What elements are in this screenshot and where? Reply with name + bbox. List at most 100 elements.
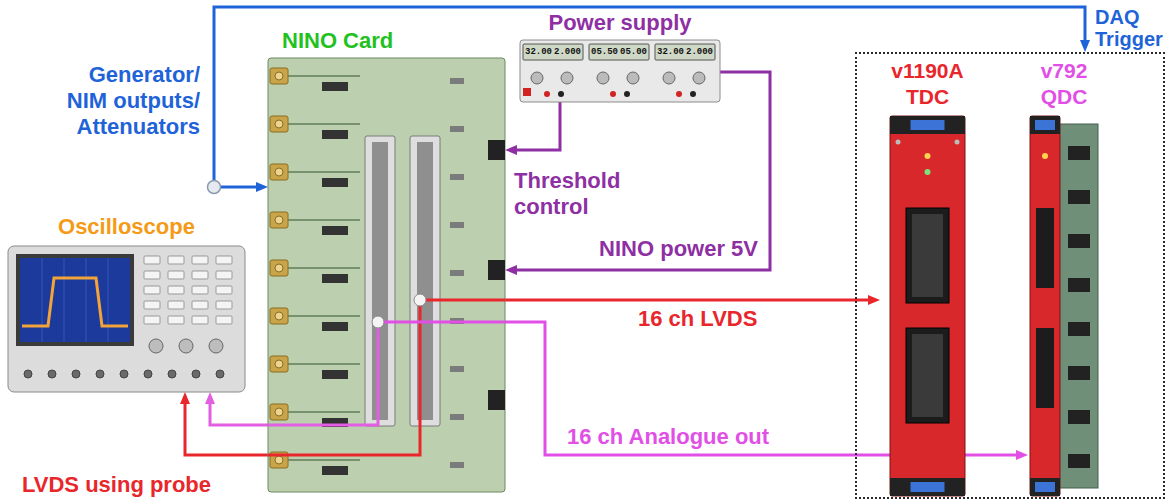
resistor: [450, 126, 464, 132]
tdc-picture: [880, 58, 975, 496]
scope-button: [192, 256, 208, 264]
waveform: [22, 278, 128, 326]
scope-button: [192, 271, 208, 279]
screen-grid: [42, 258, 43, 342]
scope-button: [144, 271, 160, 279]
resistor: [450, 366, 464, 372]
scope-button: [192, 286, 208, 294]
edge-label-holder: 16 ch LVDS: [636, 306, 786, 332]
module-handle: [890, 478, 965, 496]
display-reading: 32.00: [657, 45, 685, 59]
scope-input: [144, 370, 152, 378]
node-heading: Oscilloscope: [8, 214, 245, 240]
status-led: [925, 153, 931, 159]
scope-input: [72, 370, 80, 378]
connector: [185, 401, 268, 455]
power-button: [523, 88, 531, 96]
scope-button: [144, 316, 160, 324]
connector: [514, 102, 560, 150]
edge-label-holder: Threshold control: [512, 168, 632, 220]
supply-terminal: [558, 91, 564, 97]
sma-connector: [270, 404, 288, 420]
scope-input: [192, 370, 200, 378]
resistor: [450, 462, 464, 468]
edge-label-holder: 16 ch Analogue out: [565, 424, 795, 450]
tdc-module: v1190A TDC: [880, 58, 975, 496]
chip: [322, 322, 348, 331]
pcb-trace: [288, 411, 360, 413]
chip: [322, 82, 348, 91]
supply-display: [589, 44, 649, 60]
connector-label: 16 ch LVDS: [636, 306, 759, 332]
header-connector: [365, 136, 395, 426]
supply-knob: [693, 72, 705, 84]
chip: [1068, 454, 1090, 468]
supply-body: [520, 40, 720, 102]
supply-knob: [561, 72, 573, 84]
front-panel: [1030, 116, 1060, 496]
sma-connector: [270, 260, 288, 276]
node-heading: Generator/ NIM outputs/ Attenuators: [55, 62, 200, 140]
display-reading-holder: 05.50: [591, 45, 619, 59]
display-reading: 2.000: [686, 45, 714, 59]
daq-crate: DAQ Triggerv1190A TDCv792 QDC: [855, 52, 1165, 499]
scope-button: [168, 316, 184, 324]
sma-pin: [275, 264, 283, 272]
scope-body: [8, 246, 245, 392]
chip: [322, 370, 348, 379]
pcb-trace: [288, 267, 360, 269]
ejector-tab: [911, 482, 945, 492]
scope-input: [96, 370, 104, 378]
chip: [322, 274, 348, 283]
scope-button: [216, 316, 232, 324]
nino-card: NINO Card: [268, 28, 505, 495]
sma-pin: [275, 312, 283, 320]
scope-knob: [179, 339, 193, 353]
node-heading: NINO Card: [268, 28, 505, 54]
chip: [322, 226, 348, 235]
scope-input: [168, 370, 176, 378]
resistor: [450, 222, 464, 228]
screen: [20, 258, 130, 342]
analogue-cable: [378, 321, 505, 324]
scope-button: [216, 301, 232, 309]
ejector-tab: [1035, 482, 1055, 492]
scope-picture: [8, 214, 245, 392]
display-reading-holder: 32.00: [525, 45, 553, 59]
connector: [505, 299, 871, 302]
sma-pin: [275, 456, 283, 464]
analogue-cable: [268, 322, 378, 425]
scope-button: [144, 301, 160, 309]
display-reading-holder: 05.00: [620, 45, 648, 59]
scope-knob: [149, 339, 163, 353]
scope-button: [168, 271, 184, 279]
supply-terminal: [610, 91, 616, 97]
scope-input: [24, 370, 32, 378]
input-connector: [906, 328, 949, 423]
sma-connector: [270, 68, 288, 84]
pcb-trace: [288, 219, 360, 221]
chip: [322, 466, 348, 475]
status-led: [925, 169, 931, 175]
input-connector: [1036, 208, 1054, 288]
cable-plug: [372, 316, 384, 328]
sma-pin: [275, 216, 283, 224]
display-reading-holder: 2.000: [554, 45, 582, 59]
pcb-trace: [288, 75, 360, 77]
edge-label-holder: NINO power 5V: [590, 236, 760, 262]
input-connector: [1036, 328, 1054, 408]
lvds-cable: [420, 299, 505, 302]
input-connector: [906, 208, 949, 303]
chip: [322, 130, 348, 139]
screen-grid: [108, 258, 109, 342]
scope-button: [144, 256, 160, 264]
chip: [322, 178, 348, 187]
front-panel: [890, 116, 965, 496]
supply-terminal: [676, 91, 682, 97]
oscilloscope: Oscilloscope: [8, 214, 245, 392]
sma-pin: [275, 360, 283, 368]
qdc-picture: [1028, 58, 1100, 496]
supply-knob: [531, 72, 543, 84]
module-handle: [1030, 116, 1060, 134]
supply-knob: [627, 72, 639, 84]
